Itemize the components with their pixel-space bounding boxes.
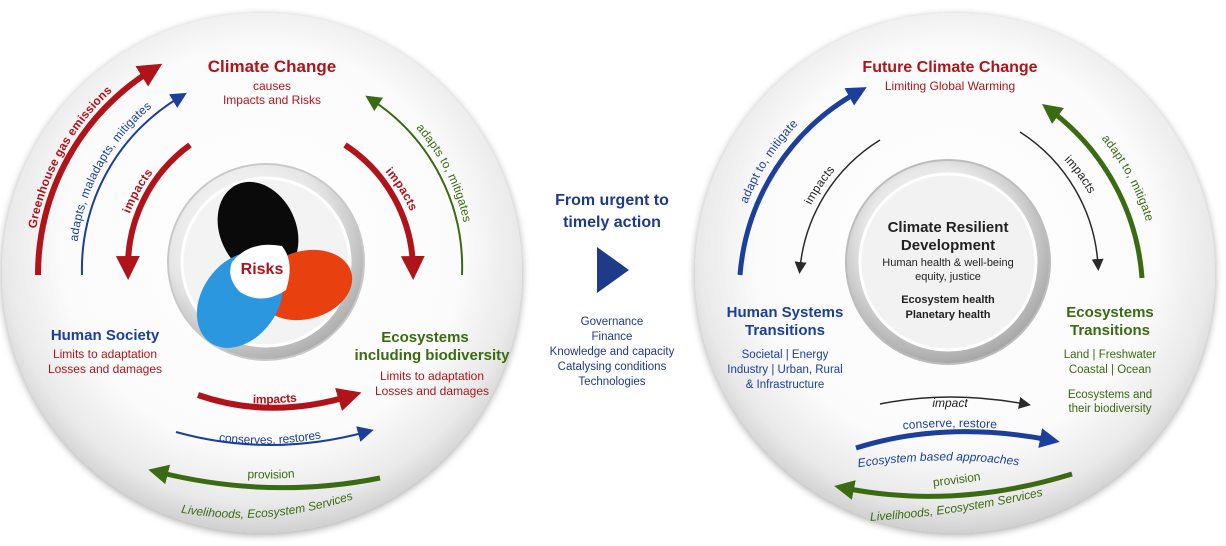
resilient-title-1: Climate Resilient xyxy=(888,219,1009,236)
conserve-label: conserve, restore xyxy=(902,416,998,432)
human-society-line2: Losses and damages xyxy=(48,362,162,376)
left-subtitle-2: Impacts and Risks xyxy=(223,93,321,107)
right-impacts-arrow-right xyxy=(1019,131,1104,271)
middle-item-finance: Finance xyxy=(592,331,633,343)
risk-overlap xyxy=(230,244,290,299)
middle-item-governance: Governance xyxy=(581,316,644,328)
play-arrow-icon xyxy=(597,247,629,293)
middle-heading-1: From urgent to xyxy=(555,192,669,209)
et-title-1: Ecosystems xyxy=(1066,304,1154,321)
resilient-title-2: Development xyxy=(901,237,995,254)
right-impacts-arrow-left xyxy=(794,139,881,274)
middle-item-knowledge: Knowledge and capacity xyxy=(550,346,675,358)
middle-heading-2: timely action xyxy=(563,214,661,231)
hst-title-2: Transitions xyxy=(745,322,825,339)
human-society-title: Human Society xyxy=(51,327,160,344)
ghg-arrow xyxy=(34,63,163,276)
middle-item-technologies: Technologies xyxy=(578,376,645,388)
left-disc: Climate Change causes Impacts and Risks … xyxy=(2,13,522,533)
left-title: Climate Change xyxy=(208,57,336,76)
impacts-arrow-left xyxy=(115,142,192,280)
left-subtitle-1: causes xyxy=(253,79,291,93)
resilient-line2: equity, justice xyxy=(915,271,981,283)
eco-title-1: Ecosystems xyxy=(381,329,469,346)
conserve-arrow xyxy=(855,428,1060,451)
middle-item-catalysing: Catalysing conditions xyxy=(558,361,667,373)
hst-line3: & Infrastructure xyxy=(746,379,825,391)
hst-title-1: Human Systems xyxy=(727,304,844,321)
right-title: Future Climate Change xyxy=(862,59,1037,76)
risks-label: Risks xyxy=(241,261,284,278)
hst-line1: Societal | Energy xyxy=(742,349,829,361)
resilient-line1: Human health & well-being xyxy=(882,257,1013,269)
conserves-arrow xyxy=(175,426,374,446)
middle-section: From urgent to timely action Governance … xyxy=(550,192,675,388)
right-impact-label: impact xyxy=(932,396,968,410)
adapts-mitigates-arrow xyxy=(365,95,464,276)
right-adapt-arrow-right xyxy=(1041,104,1145,279)
impacts-arrow-right xyxy=(343,142,425,280)
eco-line2: Losses and damages xyxy=(375,384,489,398)
adapts-arrow xyxy=(80,92,187,276)
resilient-inner-ring xyxy=(858,172,1038,352)
et-line3: Ecosystems and xyxy=(1068,389,1152,401)
et-line1: Land | Freshwater xyxy=(1064,349,1157,361)
bottom-impacts-label: impacts xyxy=(253,391,298,407)
eco-line1: Limits to adaptation xyxy=(380,369,484,383)
bottom-impacts-arrow xyxy=(197,387,362,411)
right-disc: Future Climate Change Limiting Global Wa… xyxy=(695,13,1215,533)
human-society-line1: Limits to adaptation xyxy=(53,347,157,361)
provision-arrow xyxy=(148,464,381,491)
right-subtitle: Limiting Global Warming xyxy=(885,79,1015,93)
et-line2: Coastal | Ocean xyxy=(1069,364,1151,376)
right-provision-label: provision xyxy=(932,469,981,489)
provision-label: provision xyxy=(247,467,295,482)
et-line4: their biodiversity xyxy=(1068,403,1151,415)
resilient-line3: Ecosystem health xyxy=(901,294,995,306)
right-impact-arrow xyxy=(879,396,1031,409)
et-title-2: Transitions xyxy=(1070,322,1150,339)
eco-title-2: including biodiversity xyxy=(354,347,510,364)
hst-line2: Industry | Urban, Rural xyxy=(727,364,842,376)
right-adapt-arrow-left xyxy=(737,87,867,276)
right-provision-arrow xyxy=(834,471,1073,500)
resilient-line4: Planetary health xyxy=(906,309,991,321)
